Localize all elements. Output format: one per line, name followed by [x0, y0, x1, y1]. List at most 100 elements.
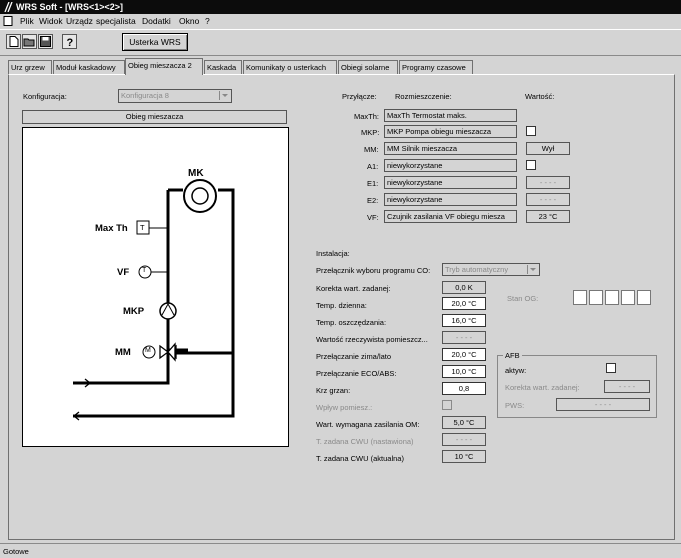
conn-placement-e1: niewykorzystane: [384, 176, 517, 189]
tab-modul-kaskadowy[interactable]: Moduł kaskadowy: [53, 60, 125, 74]
toolbar: ? Usterka WRS: [0, 29, 681, 56]
label-mk: MK: [188, 168, 204, 179]
save-icon: [40, 36, 51, 47]
stan-og-box-4: [621, 290, 635, 305]
conn-placement-mkp: MKP Pompa obiegu mieszacza: [384, 125, 517, 138]
conn-placement-a1: niewykorzystane: [384, 159, 517, 172]
afb-aktyw-checkbox[interactable]: [606, 363, 616, 373]
window-title: WRS Soft - [WRS<1><2>]: [16, 2, 124, 12]
conn-placement-e2: niewykorzystane: [384, 193, 517, 206]
stan-og-box-1: [573, 290, 587, 305]
chevron-down-icon: [219, 91, 230, 100]
app-icon: [4, 2, 13, 12]
label-t-vf: T: [142, 267, 147, 274]
conn-value-mm: Wył: [526, 142, 570, 155]
tab-komunikaty-o-usterkach[interactable]: Komunikaty o usterkach: [243, 60, 337, 74]
afb-group: [497, 355, 657, 418]
config-select[interactable]: Konfiguracja 8: [118, 89, 232, 103]
afb-pws-value: - - - -: [556, 398, 650, 411]
conn-value-e2: - - - -: [526, 193, 570, 206]
menu-help[interactable]: ?: [205, 16, 210, 26]
input-eco-abs[interactable]: 10,0 °C: [442, 365, 486, 378]
chevron-down-icon: [527, 265, 538, 274]
help-question-icon: ?: [67, 37, 74, 49]
value-wartosc-rzeczywista: - - - -: [442, 331, 486, 344]
header-wartosc: Wartość:: [525, 92, 555, 101]
stan-og-box-2: [589, 290, 603, 305]
checkbox-a1[interactable]: [526, 160, 536, 170]
label-mm: MM: [115, 347, 131, 358]
program-select[interactable]: Tryb automatyczny: [442, 263, 540, 276]
label-eco-abs: Przełączanie ECO/ABS:: [316, 369, 397, 378]
config-label: Konfiguracja:: [23, 92, 67, 101]
afb-pws-label: PWS:: [505, 401, 525, 410]
header-przylacze: Przyłącze:: [342, 92, 377, 101]
input-krz-grzan[interactable]: 0,8: [442, 382, 486, 395]
conn-placement-maxth: MaxTh Termostat maks.: [384, 109, 517, 122]
tab-urz-grzew[interactable]: Urz grzew: [8, 60, 52, 74]
label-wplyw-pomiesz: Wpływ pomiesz.:: [316, 403, 373, 412]
label-maxth: Max Th: [95, 223, 128, 234]
label-vf: VF: [117, 267, 130, 278]
afb-korekta-value: - - - -: [604, 380, 650, 393]
menu-urzadz[interactable]: Urządz: [66, 16, 93, 26]
menu-plik[interactable]: Plik: [20, 16, 34, 26]
menu-dodatki[interactable]: Dodatki: [142, 16, 171, 26]
help-button[interactable]: ?: [62, 34, 77, 49]
label-wart-wymagana: Wart. wymagana zasilania OM:: [316, 420, 420, 429]
value-wart-wymagana: 5,0 °C: [442, 416, 486, 429]
label-t: T: [140, 223, 145, 232]
program-label: Przełącznik wyboru programu CO:: [316, 266, 431, 275]
input-zima-lato[interactable]: 20,0 °C: [442, 348, 486, 361]
menu-specjalista[interactable]: specjalista: [96, 16, 136, 26]
conn-name-e1: E1:: [367, 179, 379, 188]
circuit-diagram-drawing: [72, 179, 235, 421]
new-file-icon: [9, 36, 19, 47]
label-temp-oszczedzania: Temp. oszczędzania:: [316, 318, 387, 327]
label-cwu-nastawiona: T. zadana CWU (nastawiona): [316, 437, 414, 446]
usterka-wrs-button[interactable]: Usterka WRS: [122, 33, 188, 51]
stan-og-box-3: [605, 290, 619, 305]
label-krz-grzan: Krz grzan:: [316, 386, 351, 395]
conn-name-e2: E2:: [367, 196, 379, 205]
menu-bar: Plik Widok Urządz specjalista Dodatki Ok…: [0, 14, 681, 28]
conn-value-vf: 23 °C: [526, 210, 570, 223]
conn-value-e1: - - - -: [526, 176, 570, 189]
label-temp-dzienna: Temp. dzienna:: [316, 301, 367, 310]
afb-title: AFB: [503, 351, 522, 360]
input-temp-oszczedzania[interactable]: 16,0 °C: [442, 314, 486, 327]
conn-name-a1: A1:: [367, 162, 379, 171]
afb-aktyw-label: aktyw:: [505, 366, 527, 375]
save-button[interactable]: [38, 34, 53, 49]
value-cwu-nastawiona: - - - -: [442, 433, 486, 446]
installation-title: Instalacja:: [316, 249, 350, 258]
stan-og-indicators: [573, 290, 651, 305]
config-value: Konfiguracja 8: [121, 91, 169, 100]
folder-open-icon: [23, 38, 35, 47]
tab-programy-czasowe[interactable]: Programy czasowe: [399, 60, 473, 74]
circuit-title: Obieg mieszacza: [22, 110, 287, 124]
program-value: Tryb automatyczny: [445, 265, 509, 274]
label-zima-lato: Przełączanie zima/lato: [316, 352, 392, 361]
title-bar: WRS Soft - [WRS<1><2>]: [0, 0, 681, 14]
tab-obiegi-solarne[interactable]: Obiegi solarne: [338, 60, 398, 74]
conn-name-vf: VF:: [367, 213, 379, 222]
checkbox-mkp[interactable]: [526, 126, 536, 136]
conn-placement-vf: Czujnik zasilania VF obiegu miesza: [384, 210, 517, 223]
new-file-button[interactable]: [6, 34, 21, 49]
conn-name-mkp: MKP:: [361, 128, 380, 137]
menu-widok[interactable]: Widok: [39, 16, 63, 26]
menu-okno[interactable]: Okno: [179, 16, 200, 26]
status-bar: Gotowe: [0, 543, 681, 558]
tab-kaskada[interactable]: Kaskada: [204, 60, 242, 74]
label-stan-og: Stan OG:: [507, 294, 539, 303]
conn-name-mm: MM:: [364, 145, 379, 154]
label-m: M: [145, 347, 151, 354]
input-temp-dzienna[interactable]: 20,0 °C: [442, 297, 486, 310]
conn-name-maxth: MaxTh:: [354, 112, 380, 121]
checkbox-wplyw-pomiesz[interactable]: [442, 400, 452, 410]
value-cwu-aktualna: 10 °C: [442, 450, 486, 463]
open-file-button[interactable]: [22, 34, 37, 49]
tab-obieg-mieszacza-2[interactable]: Obieg mieszacza 2: [125, 58, 203, 75]
value-korekta: 0,0 K: [442, 281, 486, 294]
